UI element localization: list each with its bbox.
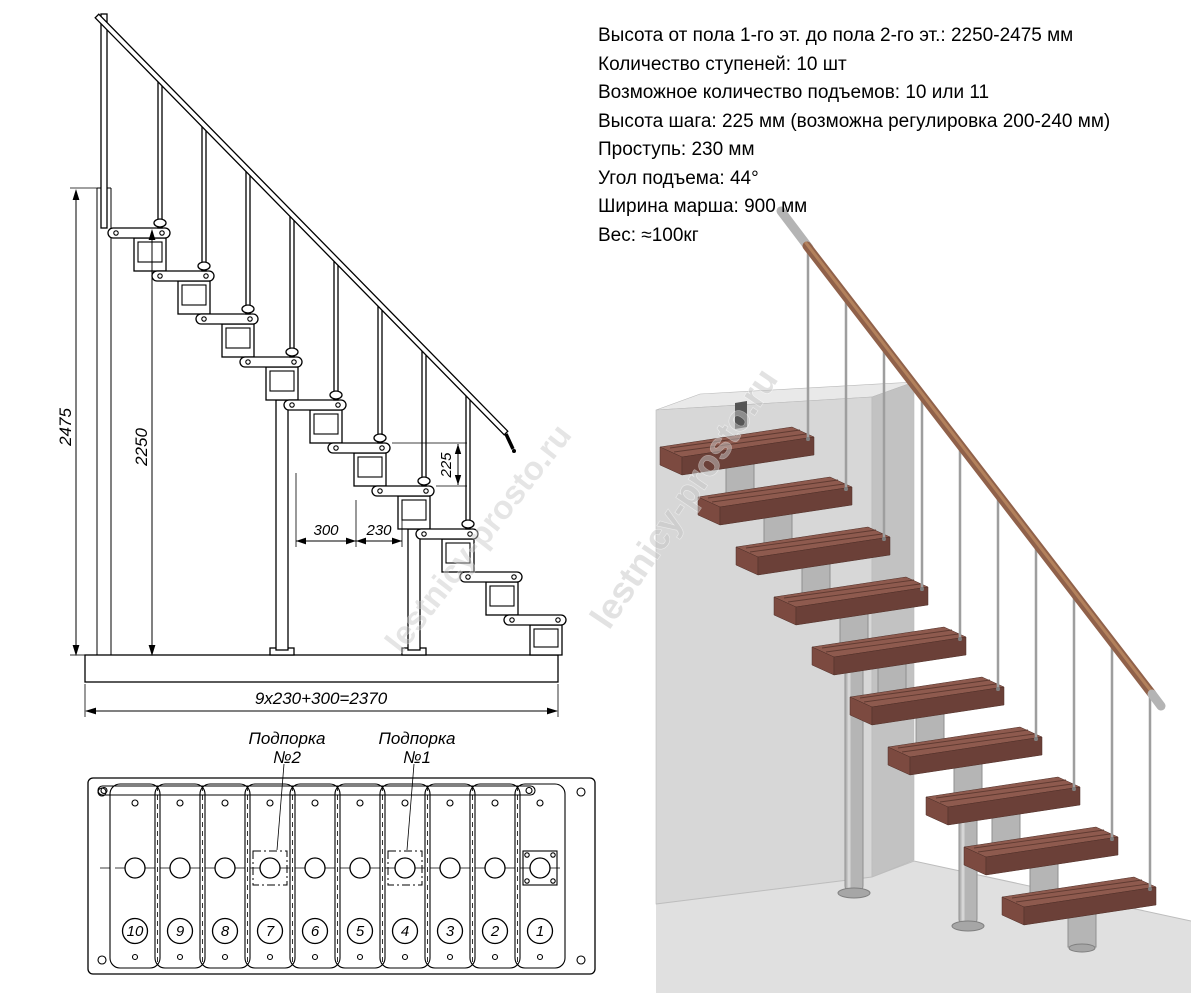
plan-step-strip: 7	[244, 783, 296, 969]
elevation-base	[84, 654, 559, 683]
handrail-3d	[776, 206, 1166, 711]
spec-line-step-count: Количество ступеней: 10 шт	[598, 53, 847, 75]
dim-label-run-step: 230	[365, 522, 392, 539]
tread-3d	[925, 776, 1081, 856]
plan-step-strip: 8	[199, 783, 251, 969]
dim-total-height: 2475	[56, 187, 97, 656]
elevation-handrail	[94, 13, 516, 453]
dim-floor-height: 2250	[132, 229, 156, 656]
tread-3d	[1001, 876, 1157, 953]
plan-step-strip: 2	[469, 783, 521, 969]
plan-step-strip: 9	[154, 783, 206, 969]
spec-line-width: Ширина марша: 900 мм	[598, 196, 808, 217]
plan-step-strip: 3	[424, 783, 476, 969]
plan-support2-callout: Подпорка №2	[249, 729, 326, 851]
tread-3d	[963, 826, 1119, 906]
dim-label-run-top: 300	[313, 522, 339, 539]
plan-base-plate	[522, 850, 558, 886]
dim-label-floor-height: 2250	[132, 428, 151, 467]
elevation-step	[151, 270, 215, 315]
wall-bracket	[735, 401, 747, 429]
plan-hidden-edges	[100, 786, 562, 966]
dim-label-total-run: 9x230+300=2370	[255, 689, 388, 708]
plan-step-number: 1	[536, 923, 544, 940]
plan-corner-screws	[97, 787, 586, 965]
balusters-3d	[806, 247, 1152, 891]
plan-step-number: 7	[266, 923, 275, 940]
plan-step-number: 10	[127, 923, 144, 940]
support1-label-line1: Подпорка	[379, 729, 456, 748]
elevation-view: 2475 2250 225 300 2	[56, 13, 567, 717]
spec-line-angle: Угол подъема: 44°	[598, 167, 759, 189]
elevation-step	[283, 399, 347, 444]
support2-label-line1: Подпорка	[249, 729, 326, 748]
elevation-step	[327, 442, 391, 487]
plan-step-number: 2	[490, 923, 500, 940]
dim-step-height: 225	[392, 442, 467, 487]
dim-label-step-height: 225	[438, 452, 455, 479]
elevation-balusters	[153, 79, 475, 530]
elevation-wall-column	[96, 187, 112, 655]
plan-step-strip: 10	[109, 783, 161, 969]
dim-total-run: 9x230+300=2370	[84, 684, 559, 717]
plan-step-number: 8	[221, 923, 230, 940]
plan-step-number: 9	[176, 923, 185, 940]
tread-3d	[773, 576, 929, 656]
specs-block: Высота от пола 1-го эт. до пола 2-го эт.…	[598, 22, 1188, 250]
elevation-step	[415, 528, 479, 573]
spec-line-rise-count: Возможное количество подъемов: 10 или 11	[598, 82, 990, 103]
plan-step-strip: 4	[379, 783, 431, 969]
plan-view: 10 9 8 7 6 5 4	[87, 729, 596, 975]
elevation-step	[239, 356, 303, 401]
plan-step-number: 4	[401, 923, 409, 940]
plan-step-strip: 5	[334, 783, 386, 969]
plan-support1-callout: Подпорка №1	[379, 729, 456, 851]
spec-line-weight: Вес: ≈100кг	[598, 224, 699, 246]
plan-step-number: 6	[311, 923, 320, 940]
elevation-step	[107, 227, 171, 272]
plan-step-strip: 1	[514, 783, 566, 969]
plan-step-strip: 6	[289, 783, 341, 969]
plan-step-number: 5	[356, 923, 365, 940]
elevation-step	[503, 614, 567, 656]
elevation-step	[459, 571, 523, 616]
plan-step-number: 3	[446, 923, 455, 940]
spec-line-rise-height: Высота шага: 225 мм (возможна регулировк…	[598, 110, 1111, 132]
elevation-support-post2	[269, 399, 295, 656]
spec-line-height-range: Высота от пола 1-го эт. до пола 2-го эт.…	[598, 25, 1074, 46]
support2-label-line2: №2	[273, 748, 301, 767]
plan-outline	[87, 777, 596, 975]
elevation-start-post	[100, 13, 108, 229]
spec-line-tread: Проступь: 230 мм	[598, 139, 755, 160]
plan-support1-plate	[387, 850, 423, 886]
plan-support2-plate	[252, 850, 288, 886]
support1-label-line2: №1	[403, 748, 431, 767]
dim-runs: 300 230	[295, 473, 403, 547]
elevation-step	[195, 313, 259, 358]
render-3d	[655, 206, 1191, 993]
dim-label-total-height: 2475	[56, 408, 75, 447]
elevation-step	[371, 485, 435, 530]
